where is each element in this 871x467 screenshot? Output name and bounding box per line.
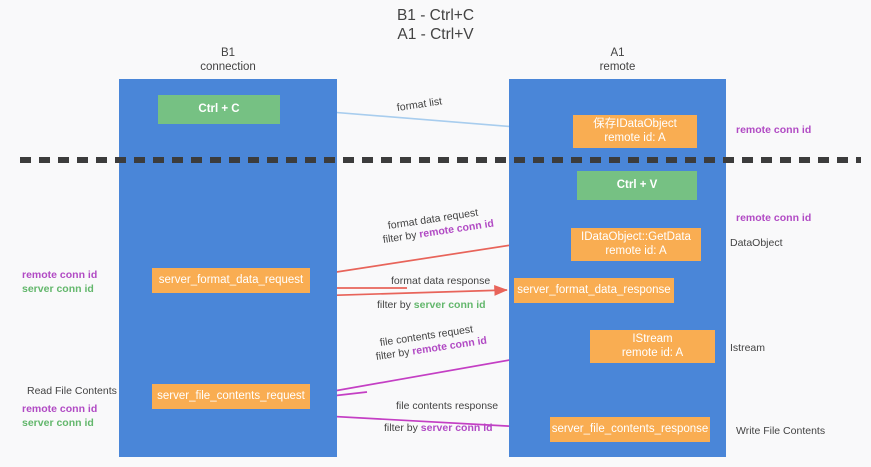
node-server-file-contents-request-label: server_file_contents_request: [157, 389, 305, 402]
label-format-data-response: format data response: [391, 275, 491, 287]
node-server-format-data-request-label: server_format_data_request: [158, 273, 304, 286]
filter-key-server-conn-id: server conn id: [420, 422, 493, 434]
label-file-contents-response: file contents response: [396, 400, 499, 412]
label-file-contents-response-filter: filter by server conn id: [384, 421, 493, 435]
annotation-left-remote-conn-id-mid: remote conn id: [22, 269, 98, 281]
column-header-b1-role: connection: [200, 60, 256, 73]
title-line-1: B1 - Ctrl+C: [396, 7, 475, 24]
filter-prefix: filter by: [384, 422, 421, 434]
annotation-right-remote-conn-id-top: remote conn id: [736, 124, 812, 136]
node-server-format-data-request[interactable]: server_format_data_request: [152, 268, 310, 293]
node-istream[interactable]: IStream remote id: A: [590, 330, 715, 363]
column-header-a1-name: A1: [610, 47, 625, 59]
node-idataobject-remote-id: remote id: A: [604, 131, 666, 144]
title-line-2: A1 - Ctrl+V: [397, 26, 474, 43]
annotation-left-server-conn-id-bottom: server conn id: [22, 417, 94, 429]
node-idataobject[interactable]: 保存IDataObject remote id: A: [573, 115, 697, 148]
annotation-right-dataobject: DataObject: [730, 237, 783, 249]
node-server-format-data-response-label: server_format_data_response: [517, 283, 671, 296]
annotation-left-read-file-contents: Read File Contents: [27, 385, 117, 397]
node-idataobject-getdata[interactable]: IDataObject::GetData remote id: A: [571, 228, 701, 261]
node-idataobject-title: 保存IDataObject: [593, 118, 677, 130]
node-ctrl-c[interactable]: Ctrl + C: [158, 95, 280, 124]
column-header-a1-role: remote: [599, 60, 636, 73]
column-header-b1: B1 connection: [119, 47, 337, 74]
node-server-file-contents-request[interactable]: server_file_contents_request: [152, 384, 310, 409]
node-server-file-contents-response-label: server_file_contents_response: [551, 422, 709, 435]
filter-key-server-conn-id: server conn id: [413, 299, 486, 311]
node-getdata-title: IDataObject::GetData: [581, 231, 691, 243]
column-header-a1: A1 remote: [509, 47, 726, 74]
node-ctrl-c-label: Ctrl + C: [198, 102, 240, 115]
node-ctrl-v-label: Ctrl + V: [616, 178, 658, 191]
node-ctrl-v[interactable]: Ctrl + V: [577, 171, 697, 200]
node-server-format-data-response[interactable]: server_format_data_response: [514, 278, 674, 303]
column-header-b1-name: B1: [220, 47, 236, 59]
annotation-right-remote-conn-id-mid: remote conn id: [736, 212, 812, 224]
label-format-data-response-filter: filter by server conn id: [377, 298, 486, 312]
annotation-left-remote-conn-id-bottom: remote conn id: [22, 403, 98, 415]
node-istream-title: IStream: [632, 333, 673, 345]
node-getdata-remote-id: remote id: A: [605, 244, 667, 257]
diagram-title: B1 - Ctrl+C A1 - Ctrl+V: [0, 6, 871, 44]
filter-prefix: filter by: [377, 299, 414, 311]
annotation-left-server-conn-id-mid: server conn id: [22, 283, 94, 295]
node-istream-remote-id: remote id: A: [621, 346, 684, 359]
annotation-right-istream: Istream: [730, 342, 766, 354]
node-server-file-contents-response[interactable]: server_file_contents_response: [550, 417, 710, 442]
annotation-right-write-file-contents: Write File Contents: [736, 425, 826, 437]
